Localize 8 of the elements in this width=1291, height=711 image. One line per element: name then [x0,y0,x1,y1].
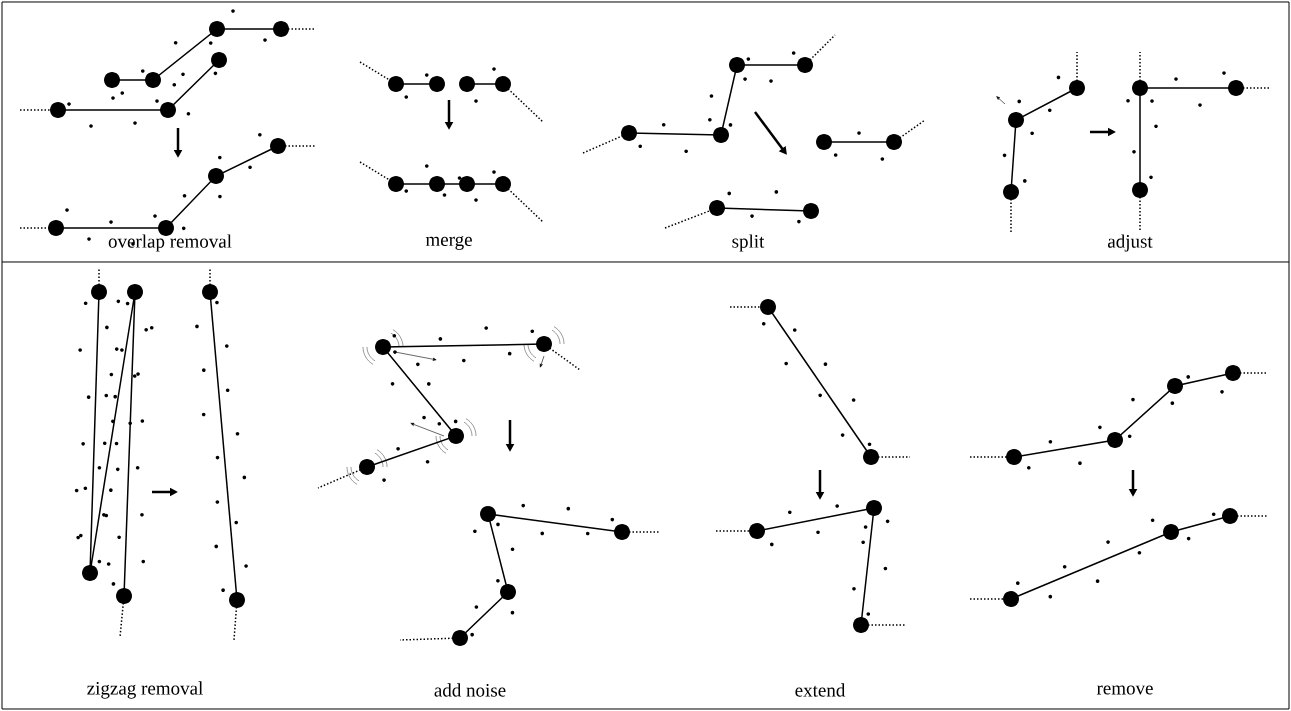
caption: zigzag removal [87,681,203,699]
caption: add noise [434,683,506,697]
caption: remove [1096,685,1153,695]
caption: overlap removal [108,234,232,252]
caption: split [732,234,765,252]
caption: extend [795,683,846,697]
caption: adjust [1108,234,1153,252]
caption: merge [425,236,472,250]
